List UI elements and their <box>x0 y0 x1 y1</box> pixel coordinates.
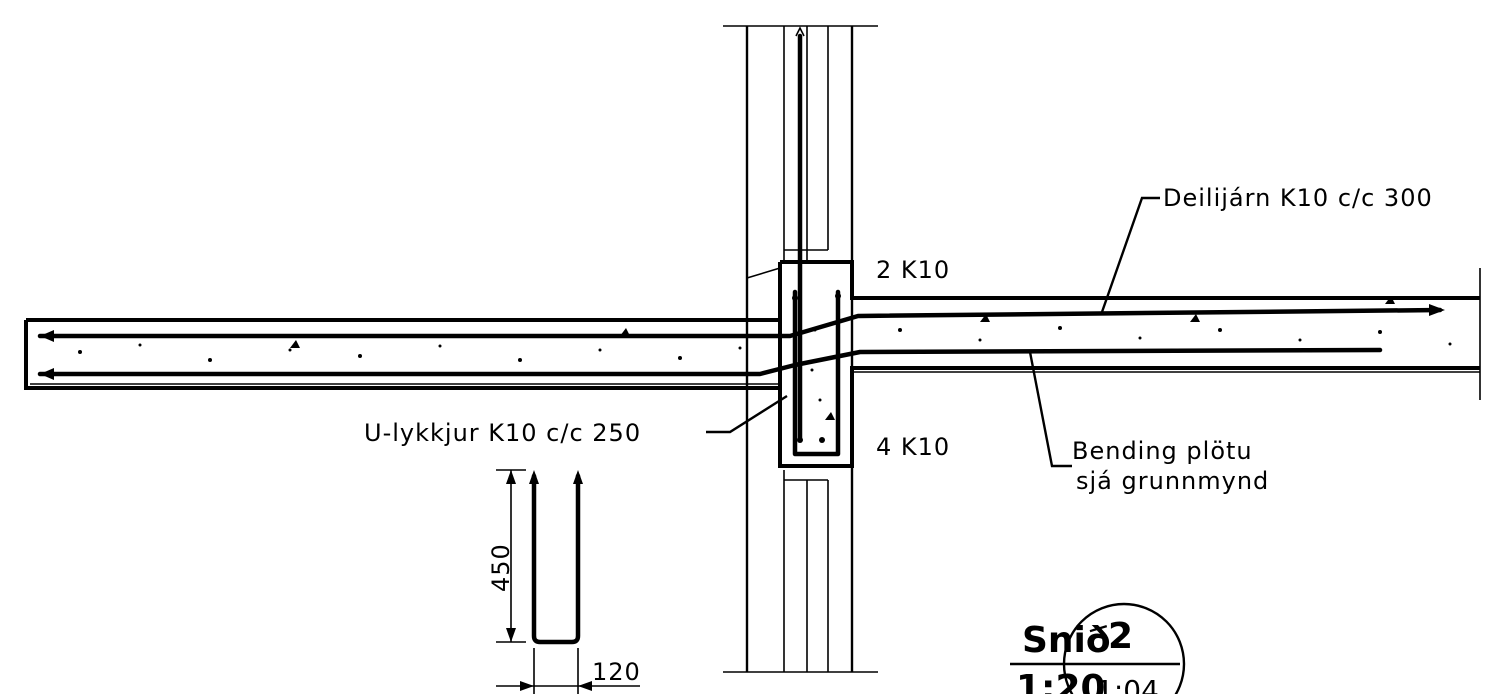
width-dimension: 120 <box>592 658 641 686</box>
section-scale: 1:20 <box>1016 668 1106 694</box>
top-bars-label: 2 K10 <box>876 256 950 284</box>
u-loops-label: U-lykkjur K10 c/c 250 <box>364 419 641 447</box>
detail-number: 2 <box>1108 616 1133 657</box>
sheet-reference: 1:04 <box>1096 674 1159 694</box>
deilijarn-label: Deilijárn K10 c/c 300 <box>1163 184 1433 212</box>
bottom-bars-label: 4 K10 <box>876 433 950 461</box>
u-loop-detail <box>496 469 640 694</box>
wall <box>723 25 878 673</box>
height-dimension: 450 <box>487 543 515 592</box>
beam-block <box>778 260 1481 468</box>
bending-label-line2: sjá grunnmynd <box>1076 467 1269 495</box>
u-loop <box>792 289 841 457</box>
section-title: Snið <box>1022 620 1111 661</box>
left-slab <box>24 318 780 390</box>
bending-label-line1: Bending plötu <box>1072 437 1253 465</box>
title-block <box>1010 602 1186 694</box>
concrete-hatch <box>78 296 1452 420</box>
leaders <box>706 196 1160 468</box>
